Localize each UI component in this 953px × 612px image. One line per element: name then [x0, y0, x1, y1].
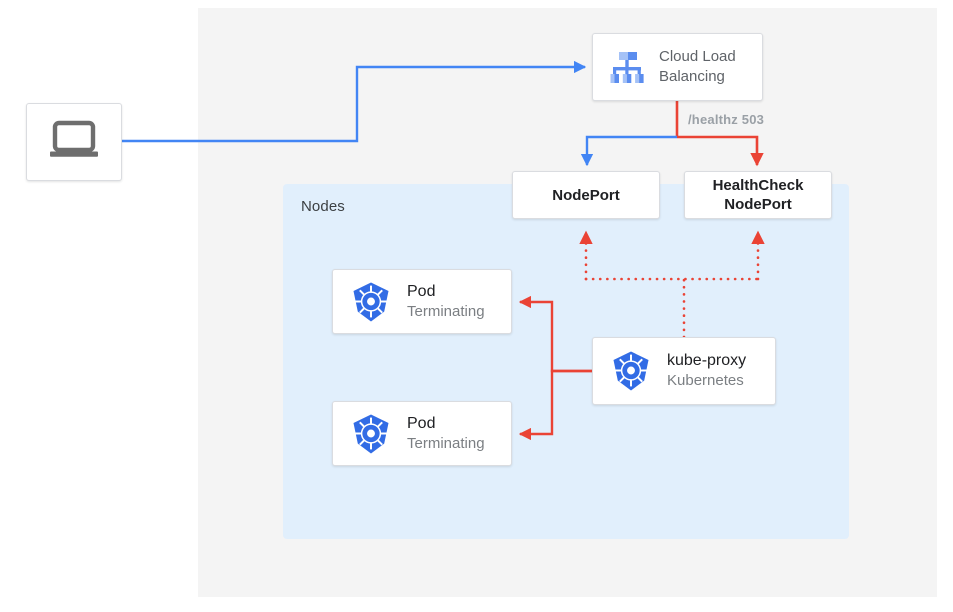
kube-proxy-subtitle: Kubernetes	[667, 372, 744, 389]
pod-title: Pod	[407, 414, 436, 432]
cloud-load-balancing-box: Cloud Load Balancing	[592, 33, 763, 101]
kubernetes-icon	[609, 349, 653, 393]
pod-status: Terminating	[407, 302, 485, 320]
kube-proxy-title: kube-proxy	[667, 352, 747, 369]
kubernetes-icon	[349, 280, 393, 324]
nodeport-label: NodePort	[552, 186, 620, 204]
pod-box: Pod Terminating	[332, 401, 512, 466]
cloud-load-balancing-label: Cloud Load Balancing	[659, 48, 736, 85]
healthz-connector-label: /healthz 503	[688, 112, 765, 127]
cloud-load-balancing-icon	[605, 46, 647, 88]
pod-title: Pod	[407, 282, 436, 300]
pod-box: Pod Terminating	[332, 269, 512, 334]
kubernetes-icon	[349, 412, 393, 456]
kube-proxy-box: kube-proxy Kubernetes	[592, 337, 776, 405]
laptop-icon	[48, 120, 100, 165]
nodeport-box: NodePort	[512, 171, 660, 219]
healthcheck-nodeport-box: HealthCheck NodePort	[684, 171, 832, 219]
nodes-region-label: Nodes	[301, 198, 345, 215]
client-device-box	[26, 103, 122, 181]
pod-status: Terminating	[407, 434, 485, 452]
healthcheck-nodeport-label: HealthCheck NodePort	[712, 177, 804, 213]
